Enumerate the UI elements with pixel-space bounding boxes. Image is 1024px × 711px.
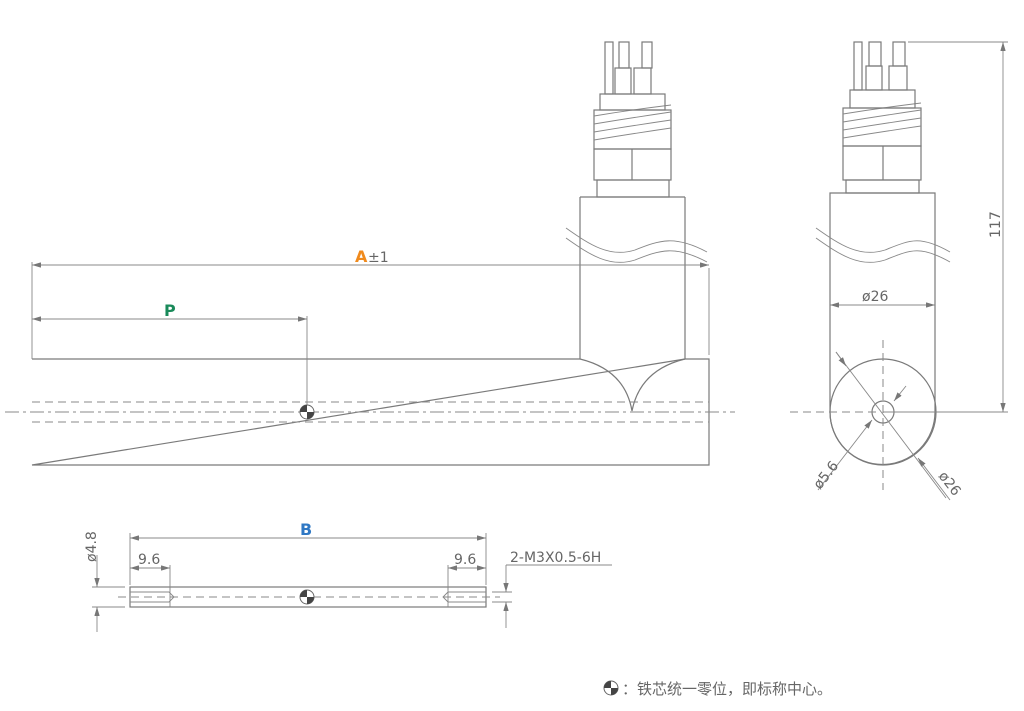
- left-depth-label: 9.6: [138, 552, 160, 568]
- wire: [618, 41, 630, 69]
- circle-diameter-label: ø26: [935, 469, 964, 500]
- wire: [641, 41, 653, 69]
- core-view: B 9.6 9.6 ø4.8 2-M3X0.5-6H: [84, 520, 612, 632]
- vertical-tube: [579, 196, 686, 359]
- side-view: 117 ø26 ø5.6 ø26: [790, 41, 1008, 501]
- hole-diameter-label: ø5.6: [811, 458, 843, 492]
- footnote-text: ：铁芯统一零位，即标称中心。: [622, 680, 832, 698]
- wire: [604, 41, 614, 95]
- center-mark-icon: [299, 404, 315, 420]
- tube-diameter-label: ø26: [862, 289, 888, 305]
- core-diameter-label: ø4.8: [84, 531, 100, 562]
- dimension-a-tolerance: ±1: [368, 250, 389, 266]
- right-depth-label: 9.6: [454, 552, 476, 568]
- bend-arc: [579, 358, 686, 412]
- thread-spec-label: 2-M3X0.5-6H: [510, 550, 601, 566]
- dimension-a-label: A: [355, 247, 368, 266]
- height-label: 117: [988, 211, 1004, 238]
- center-mark-icon: [299, 589, 315, 605]
- center-mark-icon: [603, 680, 619, 696]
- break-line: [565, 227, 708, 253]
- front-view: A ±1 P: [5, 41, 735, 466]
- dimension-p-label: P: [164, 301, 176, 320]
- heater-body: [31, 358, 710, 466]
- length-b-label: B: [300, 520, 312, 539]
- footnote: ：铁芯统一零位，即标称中心。: [603, 680, 832, 698]
- diameter-leader: [835, 351, 947, 499]
